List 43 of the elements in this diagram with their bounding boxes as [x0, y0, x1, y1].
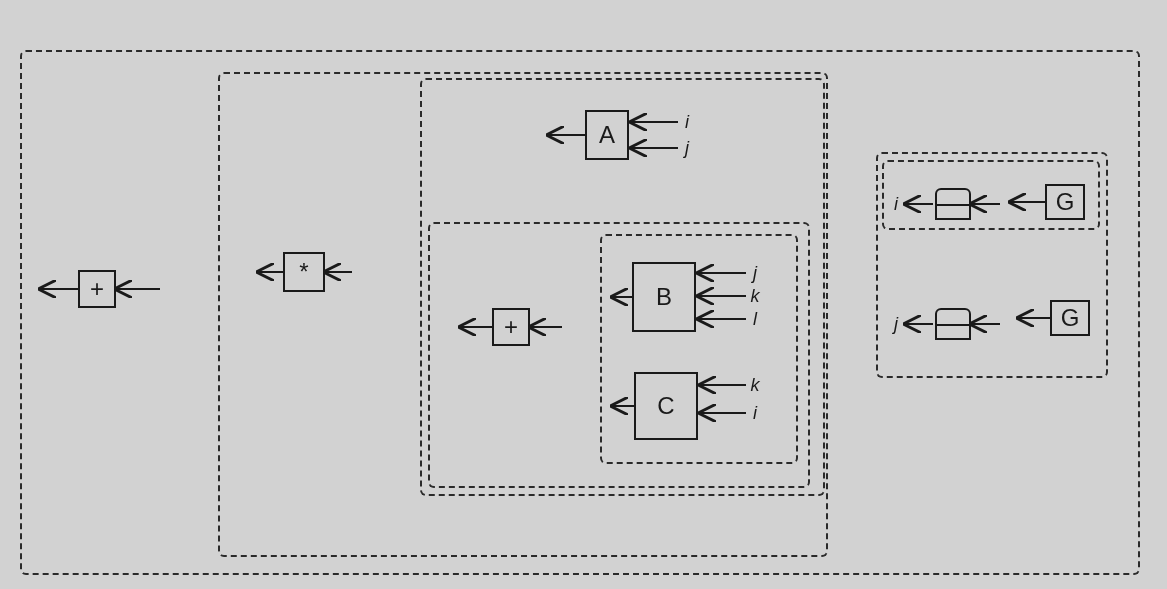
split-box: [935, 188, 971, 220]
function-box: G: [1050, 300, 1090, 336]
dashed-region: [20, 50, 1140, 575]
dashed-region: [420, 78, 825, 496]
arrow: [608, 286, 633, 308]
arrow: [694, 262, 747, 284]
dashed-region: [600, 234, 798, 464]
arrow: [901, 193, 934, 215]
arrow: [696, 374, 747, 396]
arrow: [694, 285, 747, 307]
dashed-region: [876, 152, 1108, 378]
function-box: +: [492, 308, 530, 346]
dashed-region: [428, 222, 810, 488]
function-box: *: [283, 252, 325, 292]
function-box: A: [585, 110, 629, 160]
variable-label: l: [748, 308, 762, 330]
dashed-region: [882, 160, 1100, 230]
variable-label: j: [748, 262, 762, 284]
arrow: [627, 111, 679, 133]
arrow: [1014, 307, 1051, 329]
arrow: [694, 308, 747, 330]
arrow: [456, 316, 493, 338]
arrow: [627, 137, 679, 159]
function-box: B: [632, 262, 696, 332]
variable-label: i: [889, 193, 903, 215]
variable-label: i: [748, 402, 762, 424]
function-box: G: [1045, 184, 1085, 220]
function-box: C: [634, 372, 698, 440]
dashed-region: [218, 72, 828, 557]
variable-label: j: [680, 137, 694, 159]
function-box: +: [78, 270, 116, 308]
variable-label: k: [748, 374, 762, 396]
arrow: [608, 395, 635, 417]
arrow: [254, 261, 284, 283]
split-box: [935, 308, 971, 340]
arrow: [544, 124, 586, 146]
arrow: [36, 278, 79, 300]
arrow: [696, 402, 747, 424]
variable-label: k: [748, 285, 762, 307]
arrow: [901, 313, 934, 335]
variable-label: i: [680, 111, 694, 133]
arrow: [1006, 191, 1046, 213]
variable-label: j: [889, 313, 903, 335]
